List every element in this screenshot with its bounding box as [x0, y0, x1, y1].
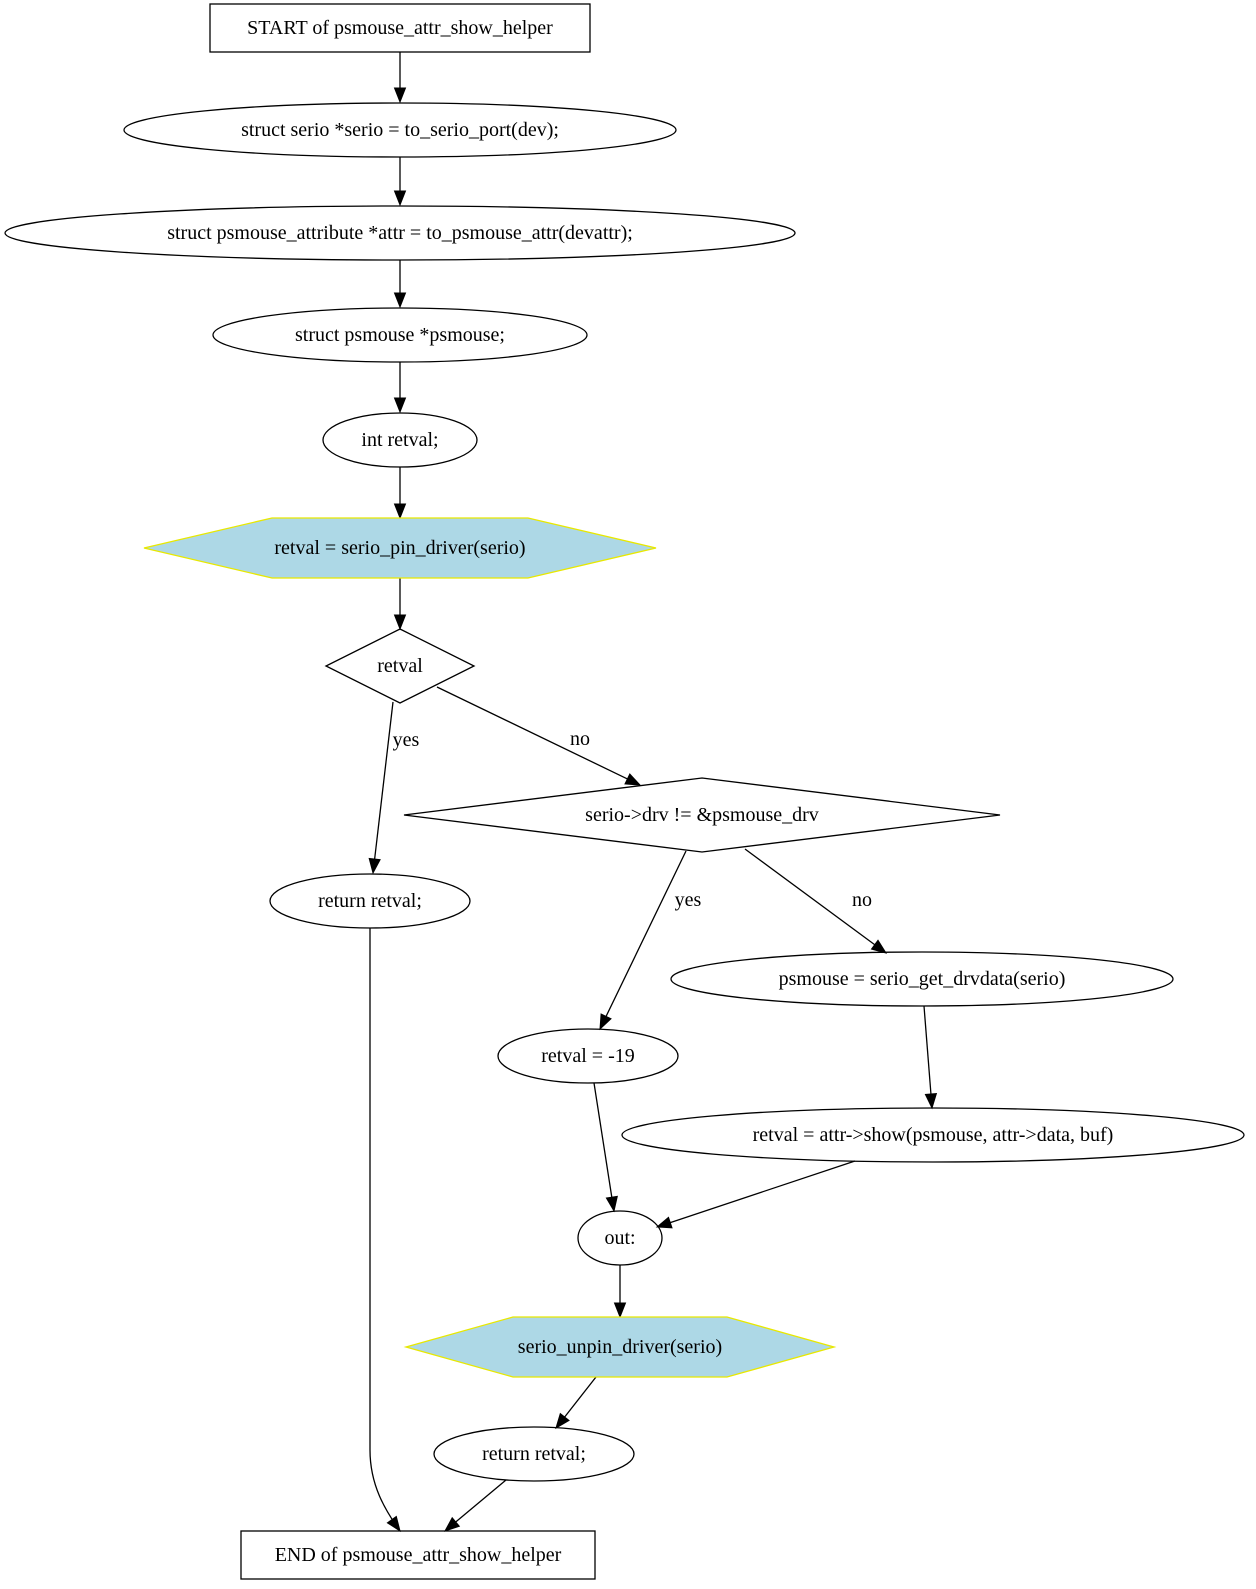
- edge-line: [436, 686, 630, 781]
- node-ellipse: [577, 1210, 663, 1266]
- node-start: START of psmouse_attr_show_helper: [209, 3, 591, 53]
- edge-arrowhead: [624, 773, 642, 786]
- edge-arrowhead: [443, 1516, 461, 1532]
- edge-arrowhead: [870, 939, 888, 954]
- edge-arrowhead: [393, 397, 407, 414]
- node-ellipse: [123, 102, 677, 158]
- node-hexagon: [403, 1316, 837, 1378]
- node-box: [209, 3, 591, 53]
- edge-get_drvdata-to-show: [923, 1005, 938, 1110]
- edge-arrowhead: [393, 614, 407, 631]
- node-label: struct psmouse *psmouse;: [295, 324, 505, 346]
- node-retval-decl: int retval;: [322, 412, 478, 468]
- edge-line: [373, 701, 394, 862]
- edge-unpin-to-return2: [555, 1376, 597, 1430]
- edge-return1-to-end: [369, 928, 401, 1533]
- node-hexagon: [143, 517, 657, 579]
- edge-psmouse_decl-to-retval_decl: [393, 362, 407, 414]
- edge-serio-to-attr: [393, 157, 407, 207]
- edge-if_drv-to-get_drvdata: no: [744, 848, 888, 954]
- edge-out-to-unpin: [613, 1265, 627, 1319]
- edge-line: [604, 850, 687, 1019]
- edge-retval_decl-to-pin: [393, 467, 407, 520]
- edge-arrowhead: [393, 87, 407, 104]
- node-if-retval: retval: [324, 628, 476, 704]
- edge-start-to-serio: [393, 52, 407, 104]
- node-label: serio_unpin_driver(serio): [518, 1336, 722, 1358]
- edge-line: [668, 1160, 856, 1224]
- node-ellipse: [212, 307, 588, 363]
- node-label: struct serio *serio = to_serio_port(dev)…: [241, 119, 559, 141]
- edge-line: [562, 1376, 597, 1420]
- node-if-drv: serio->drv != &psmouse_drv: [403, 777, 1001, 853]
- node-label: retval = -19: [541, 1045, 634, 1067]
- edge-line: [369, 928, 401, 1532]
- edge-line: [593, 1082, 613, 1200]
- edge-return2-to-end: [443, 1479, 507, 1532]
- edge-label-no: no: [852, 889, 872, 911]
- node-label: int retval;: [361, 429, 438, 451]
- edge-line: [923, 1005, 932, 1097]
- node-enodev: retval = -19: [497, 1028, 679, 1084]
- edge-pin-to-if_retval: [393, 578, 407, 631]
- node-serio: struct serio *serio = to_serio_port(dev)…: [123, 102, 677, 158]
- node-ellipse: [621, 1107, 1245, 1163]
- node-return2: return retval;: [433, 1426, 635, 1482]
- node-pin: retval = serio_pin_driver(serio): [143, 517, 657, 579]
- edge-if_drv-to-enodev: yes: [599, 850, 702, 1031]
- edge-arrowhead: [368, 857, 381, 875]
- edge-if_retval-to-if_drv: no: [436, 686, 642, 786]
- edge-line: [744, 848, 877, 947]
- flowchart-nodes: START of psmouse_attr_show_helperstruct …: [4, 3, 1245, 1580]
- node-box: [240, 1530, 596, 1580]
- edge-arrowhead: [393, 190, 407, 207]
- edge-enodev-to-out: [593, 1082, 618, 1213]
- node-return1: return retval;: [269, 873, 471, 929]
- node-label: END of psmouse_attr_show_helper: [275, 1544, 562, 1566]
- node-label: START of psmouse_attr_show_helper: [247, 17, 553, 39]
- node-diamond: [403, 777, 1001, 853]
- edge-label-no: no: [570, 728, 590, 750]
- flowchart-edges: yes no yes no: [368, 52, 938, 1533]
- edge-arrowhead: [655, 1216, 673, 1229]
- node-label: retval = attr->show(psmouse, attr->data,…: [753, 1124, 1114, 1146]
- node-ellipse: [497, 1028, 679, 1084]
- node-label: serio->drv != &psmouse_drv: [585, 804, 819, 826]
- edge-arrowhead: [386, 1515, 401, 1533]
- node-label: psmouse = serio_get_drvdata(serio): [779, 968, 1066, 990]
- edge-arrowhead: [605, 1195, 618, 1213]
- edge-arrowhead: [924, 1093, 938, 1110]
- edge-attr-to-psmouse_decl: [393, 260, 407, 309]
- node-label: out:: [604, 1227, 635, 1249]
- node-diamond: [324, 628, 476, 704]
- edge-arrowhead: [393, 503, 407, 520]
- node-end: END of psmouse_attr_show_helper: [240, 1530, 596, 1580]
- node-ellipse: [322, 412, 478, 468]
- node-ellipse: [269, 873, 471, 929]
- node-get-drvdata: psmouse = serio_get_drvdata(serio): [670, 951, 1174, 1007]
- node-show: retval = attr->show(psmouse, attr->data,…: [621, 1107, 1245, 1163]
- node-label: retval: [377, 655, 423, 677]
- node-psmouse-decl: struct psmouse *psmouse;: [212, 307, 588, 363]
- node-unpin: serio_unpin_driver(serio): [403, 1316, 837, 1378]
- edge-arrowhead: [555, 1412, 570, 1430]
- edge-arrowhead: [613, 1302, 627, 1319]
- node-ellipse: [433, 1426, 635, 1482]
- node-ellipse: [4, 205, 796, 261]
- node-label: return retval;: [482, 1443, 586, 1465]
- edge-show-to-out: [655, 1160, 856, 1229]
- edge-label-yes: yes: [393, 729, 420, 751]
- node-out: out:: [577, 1210, 663, 1266]
- node-label: retval = serio_pin_driver(serio): [274, 537, 525, 559]
- edge-line: [453, 1479, 507, 1524]
- node-attr: struct psmouse_attribute *attr = to_psmo…: [4, 205, 796, 261]
- edge-label-yes: yes: [675, 889, 702, 911]
- edge-arrowhead: [393, 292, 407, 309]
- node-ellipse: [670, 951, 1174, 1007]
- node-label: struct psmouse_attribute *attr = to_psmo…: [167, 222, 633, 244]
- edge-arrowhead: [599, 1013, 612, 1031]
- node-label: return retval;: [318, 890, 422, 912]
- edge-if_retval-to-return1: yes: [368, 701, 420, 875]
